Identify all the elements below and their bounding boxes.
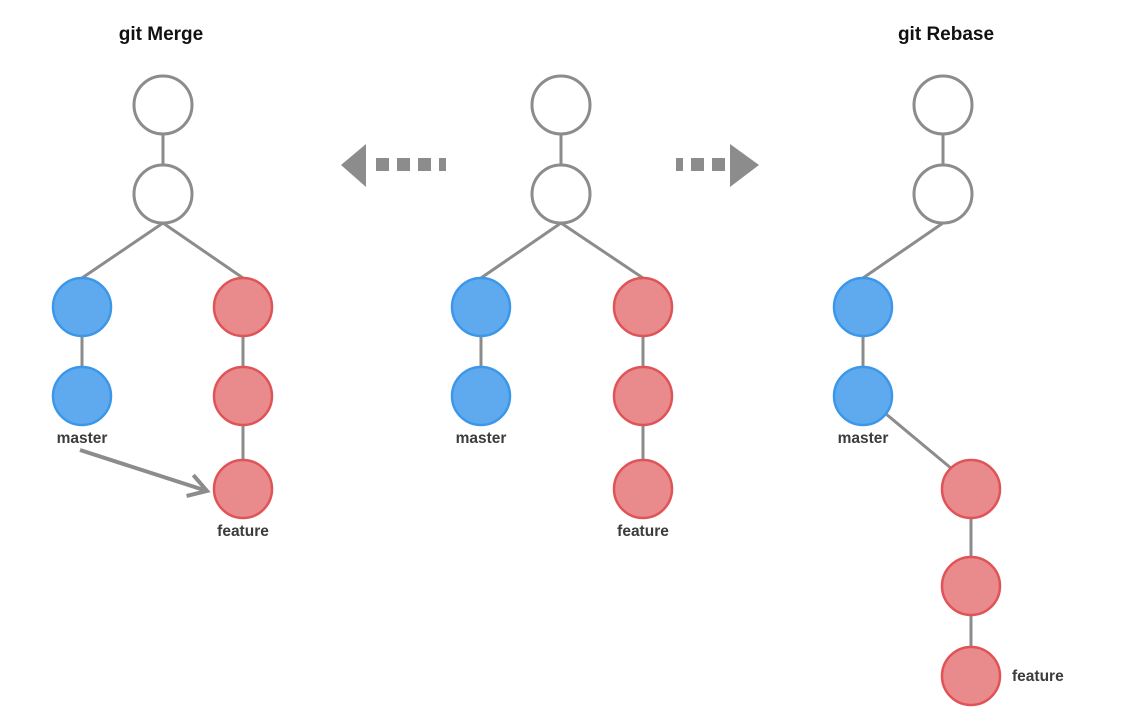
commit-node-feature-commit-3[interactable] bbox=[612, 458, 674, 520]
branch-label-master-label: master bbox=[57, 430, 108, 447]
commit-node-feature-commit-3[interactable] bbox=[940, 645, 1002, 707]
commit-node-base-commit-2[interactable] bbox=[912, 163, 974, 225]
commit-node-master-commit-1[interactable] bbox=[51, 276, 113, 338]
commit-node-base-commit-1[interactable] bbox=[912, 74, 974, 136]
merge-arrow-line bbox=[79, 448, 208, 493]
commit-node-feature-commit-2[interactable] bbox=[612, 365, 674, 427]
commit-node-master-commit-2[interactable] bbox=[450, 365, 512, 427]
commit-node-feature-commit-1[interactable] bbox=[212, 276, 274, 338]
edge-master2-feature1 bbox=[885, 412, 953, 471]
branch-label-master-label: master bbox=[456, 430, 507, 447]
commit-node-base-commit-1[interactable] bbox=[530, 74, 592, 136]
diagram-git-merge: git Merge master feature bbox=[51, 24, 274, 540]
diagram-title-git-rebase: git Rebase bbox=[898, 24, 994, 45]
branch-label-feature-label: feature bbox=[617, 523, 669, 540]
commit-node-master-commit-1[interactable] bbox=[450, 276, 512, 338]
nodes-group bbox=[450, 74, 674, 520]
flow-arrow-right-head-icon bbox=[730, 144, 759, 187]
commit-node-master-commit-1[interactable] bbox=[832, 276, 894, 338]
flow-arrow-left-dash-3 bbox=[439, 158, 446, 171]
edge-base2-master1 bbox=[81, 221, 164, 280]
merge-arrow-head bbox=[186, 473, 211, 498]
edge-base2-feature1 bbox=[162, 221, 244, 280]
commit-node-master-commit-2[interactable] bbox=[51, 365, 113, 427]
commit-node-feature-commit-3[interactable] bbox=[212, 458, 274, 520]
flow-arrows-layer bbox=[341, 144, 759, 187]
commit-node-base-commit-2[interactable] bbox=[132, 163, 194, 225]
diagram-git-before: master feature bbox=[450, 74, 674, 540]
branch-label-feature-label: feature bbox=[1012, 668, 1064, 685]
merge-arrow bbox=[79, 448, 211, 498]
edge-base2-feature1 bbox=[560, 221, 644, 280]
commit-node-feature-commit-1[interactable] bbox=[612, 276, 674, 338]
flow-arrow-right-dash-2 bbox=[712, 158, 725, 171]
edge-base2-master1 bbox=[480, 221, 562, 280]
commit-node-base-commit-2[interactable] bbox=[530, 163, 592, 225]
edges-group bbox=[80, 134, 245, 460]
commit-node-feature-commit-2[interactable] bbox=[212, 365, 274, 427]
edges-group bbox=[479, 134, 645, 460]
flow-arrow-left-dash-0 bbox=[376, 158, 389, 171]
edges-group bbox=[861, 134, 973, 647]
flow-arrow-right-dash-0 bbox=[676, 158, 683, 171]
commit-node-feature-commit-1[interactable] bbox=[940, 458, 1002, 520]
flow-arrow-right-dash-1 bbox=[691, 158, 704, 171]
branch-label-feature-label: feature bbox=[217, 523, 269, 540]
commit-node-master-commit-2[interactable] bbox=[832, 365, 894, 427]
edge-base2-master1 bbox=[862, 221, 944, 280]
flow-arrow-left-dash-1 bbox=[397, 158, 410, 171]
flow-arrow-left-dash-2 bbox=[418, 158, 431, 171]
commit-node-base-commit-1[interactable] bbox=[132, 74, 194, 136]
branch-label-master-label: master bbox=[838, 430, 889, 447]
flow-arrow-left bbox=[341, 144, 446, 187]
diagram-git-rebase: git Rebase master feature bbox=[832, 24, 1064, 707]
commit-node-feature-commit-2[interactable] bbox=[940, 555, 1002, 617]
diagram-title-git-merge: git Merge bbox=[119, 24, 203, 45]
flow-arrow-left-head-icon bbox=[341, 144, 366, 187]
nodes-group bbox=[51, 74, 274, 520]
nodes-group bbox=[832, 74, 1002, 707]
flow-arrow-right bbox=[676, 144, 759, 187]
